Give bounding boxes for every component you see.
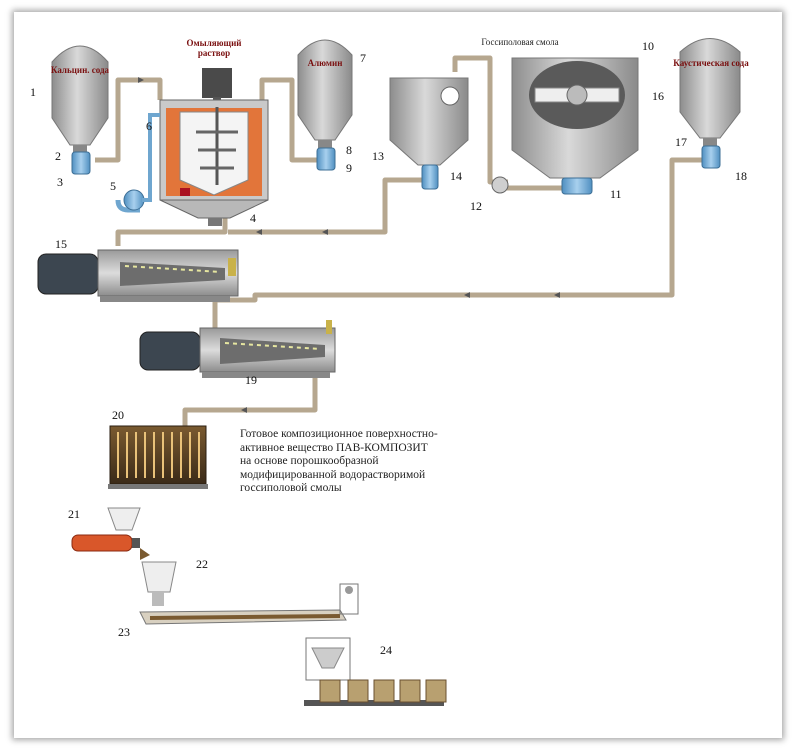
num-8: 8: [346, 143, 352, 157]
num-15: 15: [55, 237, 67, 251]
reactor-6: [159, 68, 269, 226]
num-4: 4: [250, 211, 256, 225]
num-12: 12: [470, 199, 482, 213]
conveyor-23: [139, 583, 359, 625]
num-17: 17: [675, 135, 687, 149]
num-19: 19: [245, 373, 257, 387]
num-9: 9: [346, 161, 352, 175]
packing-24: [304, 637, 447, 706]
mill-21: [71, 507, 150, 560]
label-alumina: Алюмин: [308, 58, 343, 68]
equipment-numbers: 1 2 3 4 5 6 7 8 9 10 11 12 13 14 15 16 1…: [30, 39, 747, 657]
num-18: 18: [735, 169, 747, 183]
hopper-22: [141, 561, 177, 606]
hopper-13: [389, 77, 469, 190]
num-16: 16: [652, 89, 664, 103]
num-5: 5: [110, 179, 116, 193]
num-10: 10: [642, 39, 654, 53]
num-3: 3: [57, 175, 63, 189]
num-2: 2: [55, 149, 61, 163]
vessel-10: [491, 57, 639, 195]
pump-2-3: [71, 151, 91, 175]
pump-5: [115, 113, 160, 213]
num-22: 22: [196, 557, 208, 571]
num-24: 24: [380, 643, 392, 657]
num-11: 11: [610, 187, 622, 201]
label-calcined-soda: Кальцин. сода: [51, 65, 110, 75]
extruder-19: [139, 320, 336, 378]
label-saponifying-2: раствор: [198, 48, 230, 58]
num-20: 20: [112, 408, 124, 422]
silo-alumina: [297, 39, 353, 171]
num-13: 13: [372, 149, 384, 163]
num-21: 21: [68, 507, 80, 521]
num-7: 7: [360, 51, 366, 65]
label-caustic-soda: Каустическая сода: [673, 58, 749, 68]
label-gossypol-resin: Госсиполовая смола: [481, 37, 558, 47]
label-saponifying-1: Омыляющий: [187, 38, 242, 48]
product-description: Готовое композиционное поверхностно-акти…: [240, 428, 438, 494]
pipe-arrows: [138, 77, 560, 413]
extruder-15: [37, 249, 239, 302]
num-23: 23: [118, 625, 130, 639]
num-1: 1: [30, 85, 36, 99]
silo-caustic-soda: [679, 38, 741, 169]
silo-calcined-soda: [51, 45, 109, 155]
dryer-20: [108, 425, 208, 489]
num-6: 6: [146, 119, 152, 133]
num-14: 14: [450, 169, 462, 183]
